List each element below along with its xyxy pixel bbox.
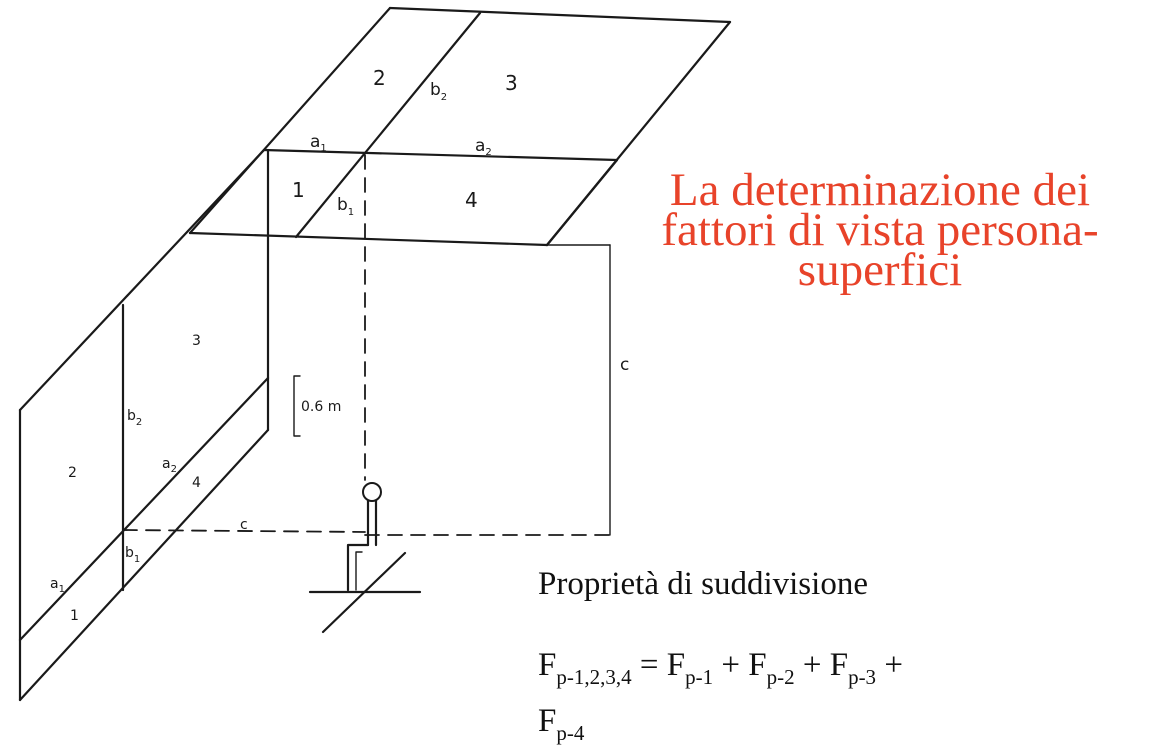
view-factor-diagram: 2 3 1 4 b2 b1 a1 a2 3 2 4 1 b2 b1 a2 a1 …	[18, 6, 732, 702]
formula-line-2: Fp-4	[538, 703, 585, 745]
wall-label-3: 3	[192, 333, 201, 349]
wall-plane	[18, 148, 270, 702]
wall-label-4: 4	[192, 475, 201, 491]
wall-label-a1: a1	[50, 576, 65, 595]
height-bracket	[293, 375, 301, 437]
property-label: Proprietà di suddivisione	[538, 566, 868, 602]
ceiling-label-4: 4	[465, 188, 478, 212]
ceiling-left-edge	[188, 6, 392, 235]
wall-label-2: 2	[68, 465, 77, 481]
wall-label-1: 1	[70, 608, 79, 624]
floor-distance-line	[122, 529, 366, 533]
person-figure	[308, 482, 422, 634]
ceiling-label-a2: a2	[475, 136, 492, 158]
wall-labels: 3 2 4 1 b2 b1 a2 a1	[50, 333, 201, 624]
ceiling-labels: 2 3 1 4 b2 b1 a1 a2	[292, 66, 518, 218]
chair-leg	[355, 551, 363, 591]
ceiling-back-edge	[388, 6, 732, 24]
ceiling-dividing-line	[294, 11, 482, 239]
slide-title: La determinazione dei fattori di vista p…	[600, 164, 1160, 296]
floor-diagonal	[321, 551, 407, 634]
ceiling-label-2: 2	[373, 66, 386, 90]
title-line-2: fattori di vista persona-	[661, 204, 1099, 256]
wall-top-edge	[18, 148, 266, 412]
height-marker-label: 0.6 m	[301, 399, 341, 415]
person-head-icon	[362, 482, 382, 502]
wall-label-a2: a2	[162, 456, 177, 475]
dimension-labels: c c 0.6 m	[240, 355, 629, 533]
subdivision-formula: Fp-1,2,3,4 = Fp-1 + Fp-2 + Fp-3 + Fp-4	[538, 643, 903, 755]
ceiling-front-edge	[188, 231, 549, 247]
ceiling-label-3: 3	[505, 71, 518, 95]
ceiling-label-b2: b2	[430, 80, 447, 103]
ceiling-front-right-edge	[545, 158, 619, 247]
dimension-label-c-right: c	[620, 355, 629, 375]
wall-horizontal-divider	[18, 376, 270, 642]
wall-label-b2: b2	[127, 408, 142, 428]
ceiling-label-a1: a1	[310, 132, 327, 154]
title-line-1: La determinazione dei	[669, 164, 1091, 216]
ceiling-label-1: 1	[292, 178, 305, 202]
ceiling-middle-line	[262, 148, 619, 162]
wall-bottom-edge	[18, 428, 270, 702]
formula-line-1: Fp-1,2,3,4 = Fp-1 + Fp-2 + Fp-3 +	[538, 647, 903, 689]
dimension-label-c-floor: c	[240, 517, 248, 533]
wall-label-b1: b1	[125, 545, 140, 565]
dimension-lines	[122, 154, 611, 536]
title-line-3: superfici	[797, 244, 963, 296]
ceiling-label-b1: b1	[337, 195, 354, 218]
person-leg	[346, 543, 370, 592]
ceiling-plane	[188, 6, 732, 247]
